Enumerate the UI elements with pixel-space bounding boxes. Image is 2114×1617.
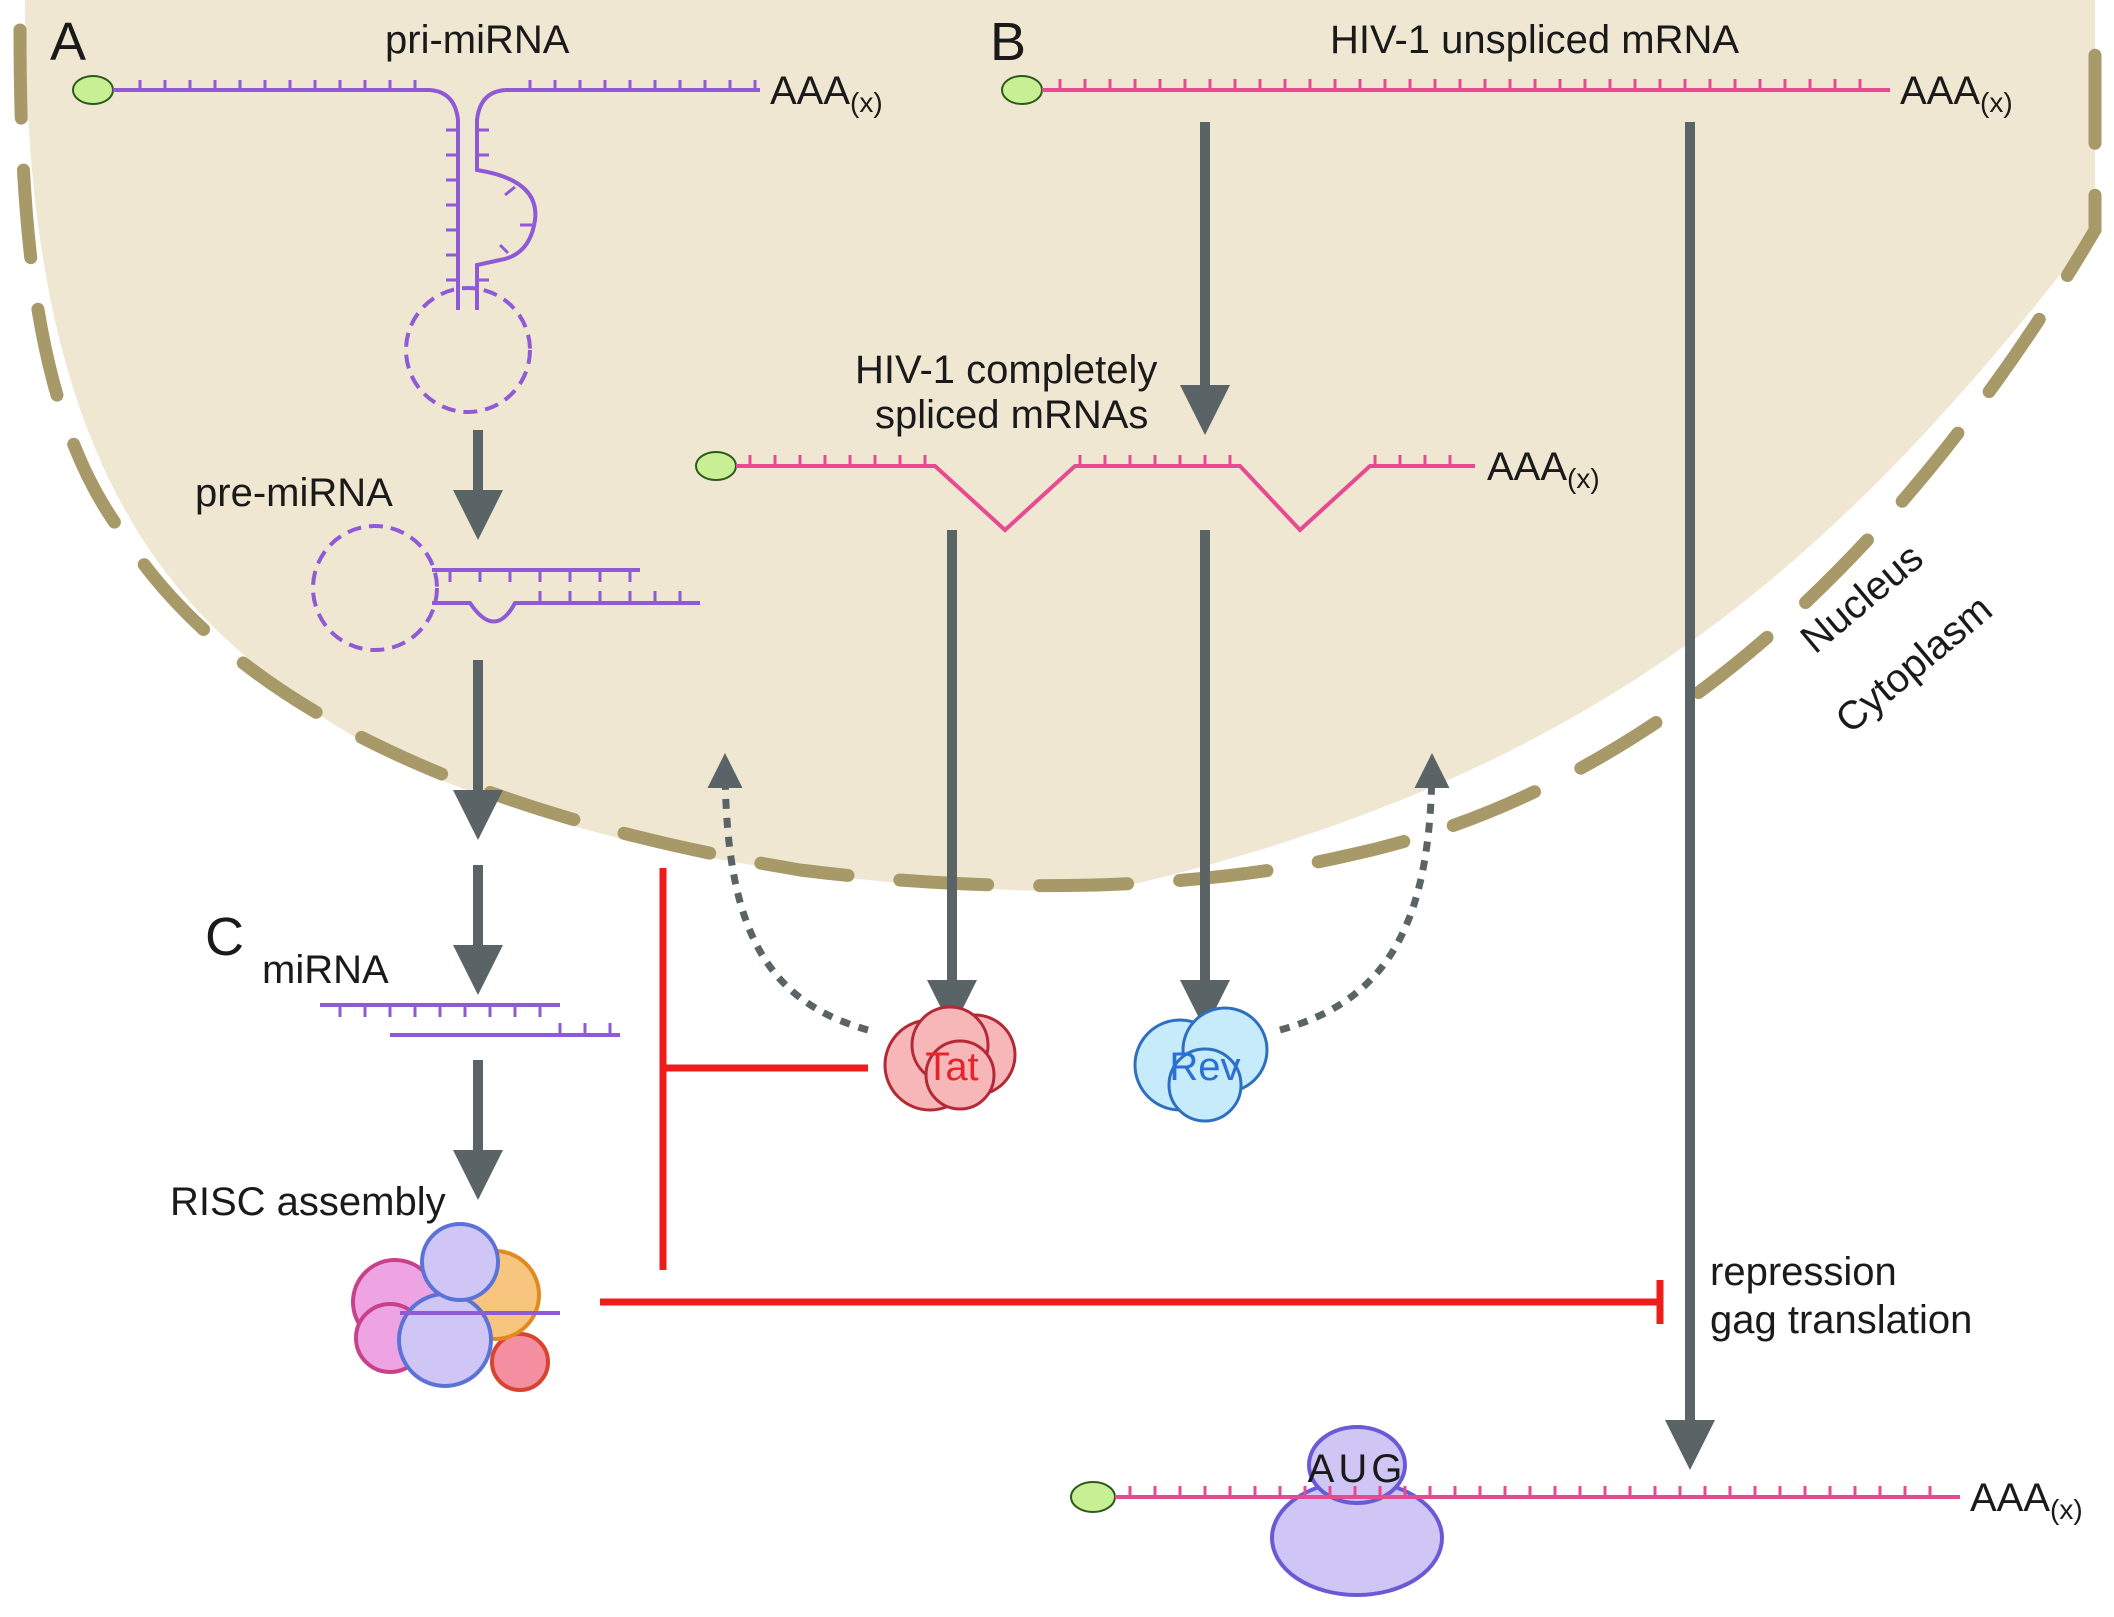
hiv-spliced-strand: [736, 455, 1475, 533]
cap-icon: [1070, 1481, 1116, 1513]
panel-label-c: C: [205, 907, 244, 967]
hiv-spliced-label-2: spliced mRNAs: [875, 393, 1148, 437]
cap-icon: [1001, 75, 1043, 105]
panel-label-a: A: [50, 12, 86, 72]
hiv-translated-strand: [1115, 1486, 1960, 1499]
rev-import-arrow: [1279, 753, 1450, 1034]
poly-a-pri: AAA(x): [770, 69, 883, 118]
pre-mirna-label: pre-miRNA: [195, 471, 393, 515]
repression-label-1: repression: [1710, 1250, 1897, 1294]
hiv-unspliced-label: HIV-1 unspliced mRNA: [1330, 18, 1739, 62]
mirna-label: miRNA: [262, 948, 389, 992]
nucleus-region: [25, 0, 2095, 892]
pre-mirna-hairpin: [311, 524, 700, 652]
poly-a-translated: AAA(x): [1970, 1476, 2083, 1525]
risc-label: RISC assembly: [170, 1180, 446, 1224]
nuclear-membrane: [13, 13, 2102, 893]
cap-icon: [72, 75, 114, 105]
tat-label: Tat: [925, 1045, 978, 1089]
cap-icon: [695, 451, 737, 481]
tat-protein-icon: [883, 1005, 1017, 1112]
poly-a-unspliced: AAA(x): [1900, 69, 2013, 118]
rev-label: Rev: [1169, 1045, 1240, 1089]
poly-a-spliced: AAA(x): [1487, 445, 1600, 494]
mirna-duplex: [320, 1003, 620, 1037]
hiv-spliced-label-1: HIV-1 completely: [855, 348, 1157, 392]
hiv-unspliced-strand: [1042, 79, 1890, 92]
aug-codon-label: AUG: [1308, 1447, 1407, 1491]
tat-import-arrow: [707, 753, 869, 1034]
pri-mirna-strand: [113, 80, 760, 414]
risc-complex-icon: [351, 1222, 560, 1392]
ribosome-small-subunit: [1307, 1425, 1407, 1505]
repression-label-2: gag translation: [1710, 1298, 1972, 1342]
panel-label-b: B: [990, 12, 1026, 72]
rev-protein-icon: [1133, 1006, 1269, 1123]
pri-mirna-label: pri-miRNA: [385, 18, 570, 62]
